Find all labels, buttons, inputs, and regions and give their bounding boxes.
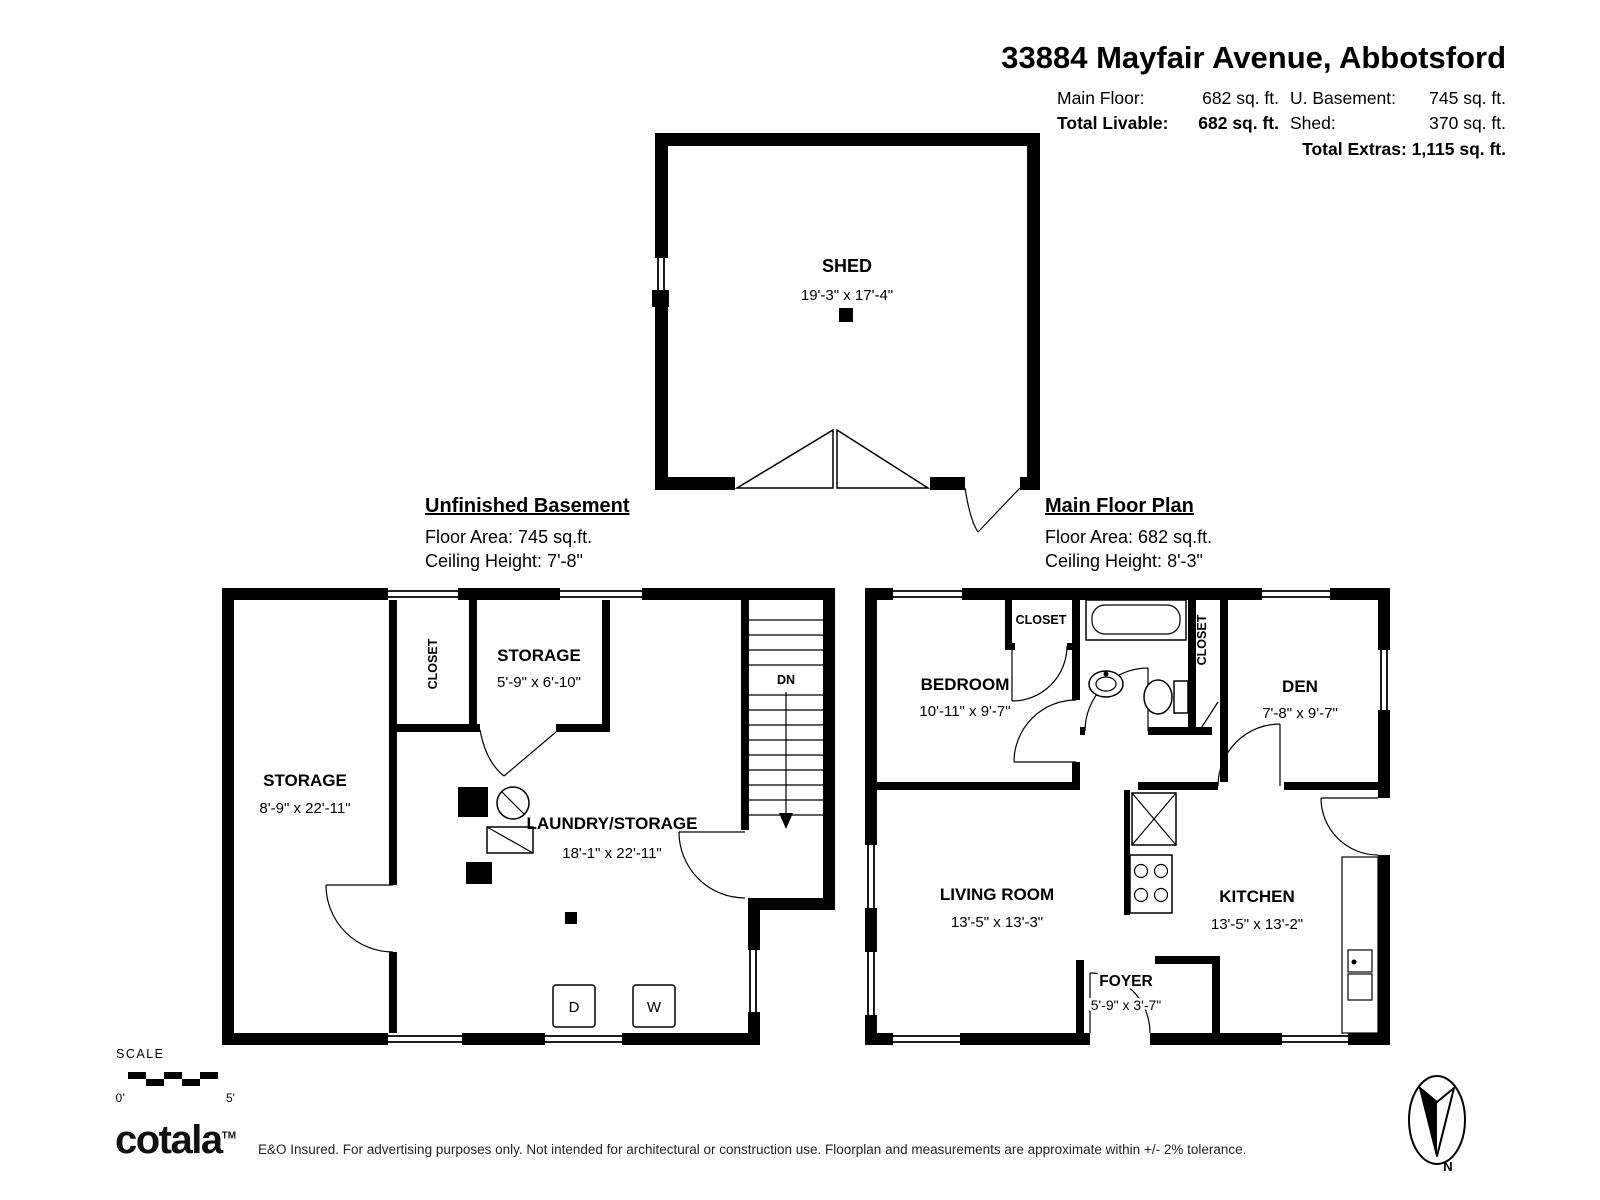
stat-total-extras: Total Extras: 1,115 sq. ft. [1302,139,1506,159]
stairs-down-arrow [779,813,793,829]
stat-main-floor: Main Floor: 682 sq. ft. [1057,86,1279,111]
foyer-label: FOYER [1099,973,1152,990]
main-floor-room-labels: BEDROOM 10'-11" x 9'-7" CLOSET CLOSET DE… [919,613,1338,1016]
shed-room-dims: 19'-3" x 17'-4" [801,287,893,304]
stat-main-floor-value: 682 sq. ft. [1202,88,1279,108]
furnace [458,787,488,817]
dryer-label: D [569,999,580,1016]
scale-segments [128,1072,218,1086]
den-dims: 7'-8" x 9'-7" [1262,705,1338,722]
kitchen-dims: 13'-5" x 13'-2" [1211,916,1303,933]
scale-zero: 0' [116,1091,125,1105]
stat-u-basement-value: 745 sq. ft. [1429,88,1506,108]
shed-walls [655,133,1040,490]
main-floor-heading-block: Main Floor Plan Floor Area: 682 sq.ft. C… [1045,495,1212,573]
stat-shed-label: Shed: [1290,113,1336,133]
stat-u-basement: U. Basement: 745 sq. ft. [1290,86,1506,111]
kitchen-sink [1347,949,1373,973]
shed-double-door [734,428,931,489]
basement-floorplan: DN D W STORAGE 8'-9" x 22'-11" CLOSET ST… [222,588,835,1045]
main-floor-area: Floor Area: 682 sq.ft. [1045,527,1213,547]
shed-floorplan: SHED 19'-3" x 17'-4" [652,133,1040,533]
main-floor-ceiling-height: Ceiling Height: 8'-3" [1045,551,1203,571]
main-floorplan: BEDROOM 10'-11" x 9'-7" CLOSET CLOSET DE… [865,588,1390,1045]
north-compass: N [1408,1075,1466,1174]
basement-laundry-appliances: D W [552,984,676,1028]
basement-mechanical-equipment [458,786,577,924]
basement-closet-label: CLOSET [426,638,440,689]
stat-u-basement-label: U. Basement: [1290,88,1397,108]
stat-total-livable-label: Total Livable: [1057,113,1169,133]
bathroom-sink [1088,670,1124,698]
brand-trademark: TM [221,1130,237,1142]
bedroom-closet-label: CLOSET [1016,613,1067,627]
washer-label: W [647,999,662,1016]
scale-five: 5' [226,1091,235,1105]
bedroom-label: BEDROOM [921,675,1010,694]
bathtub [1085,599,1187,641]
dryer [552,984,596,1028]
shed-side-door [964,487,1021,533]
pantry-cabinet [1131,792,1177,846]
stat-shed-value: 370 sq. ft. [1429,113,1506,133]
laundry-storage-dims: 18'-1" x 22'-11" [562,845,662,862]
support-post [565,912,577,924]
storage-main-dims: 8'-9" x 22'-11" [259,800,350,817]
storage-small-label: STORAGE [497,646,581,665]
compass-needle-fill [1420,1088,1437,1156]
stairs-dn-label: DN [777,673,795,687]
stat-shed: Shed: 370 sq. ft. [1290,111,1506,136]
basement-doors [325,729,746,953]
basement-room-labels: STORAGE 8'-9" x 22'-11" CLOSET STORAGE 5… [259,638,697,862]
footer-disclaimer: E&O Insured. For advertising purposes on… [258,1142,1247,1157]
den-label: DEN [1282,677,1318,696]
basement-stairs: DN [749,619,823,829]
shed-posts [652,290,853,322]
living-room-label: LIVING ROOM [940,885,1054,904]
basement-ceiling-height: Ceiling Height: 7'-8" [425,551,583,571]
main-floor-heading: Main Floor Plan [1045,495,1194,517]
bedroom-dims: 10'-11" x 9'-7" [919,703,1010,720]
storage-small-dims: 5'-9" x 6'-10" [497,674,581,691]
washer [632,984,676,1028]
area-stats-right: U. Basement: 745 sq. ft. Shed: 370 sq. f… [1290,86,1506,163]
storage-main-label: STORAGE [263,771,347,790]
stat-main-floor-label: Main Floor: [1057,88,1145,108]
scale-label: SCALE [116,1047,165,1061]
basement-windows [388,590,757,1043]
brand-text: cotala [115,1118,223,1162]
basement-heading: Unfinished Basement [425,495,630,517]
kitchen-label: KITCHEN [1219,887,1295,906]
stove [1129,854,1173,914]
toilet [1143,679,1189,715]
equipment-block [466,862,492,884]
hall-closet-label: CLOSET [1195,614,1209,665]
stat-total-livable-value: 682 sq. ft. [1198,113,1279,133]
brand-logo: cotalaTM [115,1118,236,1163]
page-title: 33884 Mayfair Avenue, Abbotsford [1001,40,1506,75]
laundry-storage-label: LAUNDRY/STORAGE [527,814,698,833]
basement-heading-block: Unfinished Basement Floor Area: 745 sq.f… [425,495,629,573]
compass-north-label: N [1443,1159,1452,1174]
basement-walls [222,588,835,1045]
kitchen-fixtures [1129,792,1379,1034]
foyer-dims: 5'-9" x 3'-7" [1091,997,1162,1013]
bathroom-fixtures [1085,599,1189,715]
main-floor-walls [865,588,1390,1045]
main-floor-windows [867,590,1388,1043]
kitchen-counter [1341,856,1379,1034]
basement-floor-area: Floor Area: 745 sq.ft. [425,527,593,547]
shed-room-label: SHED [822,256,872,276]
living-room-dims: 13'-5" x 13'-3" [951,914,1043,931]
scale-bar: SCALE 0' 5' [116,1047,235,1105]
area-stats-left: Main Floor: 682 sq. ft. Total Livable: 6… [1057,86,1279,136]
stat-total-livable: Total Livable: 682 sq. ft. [1057,111,1279,136]
